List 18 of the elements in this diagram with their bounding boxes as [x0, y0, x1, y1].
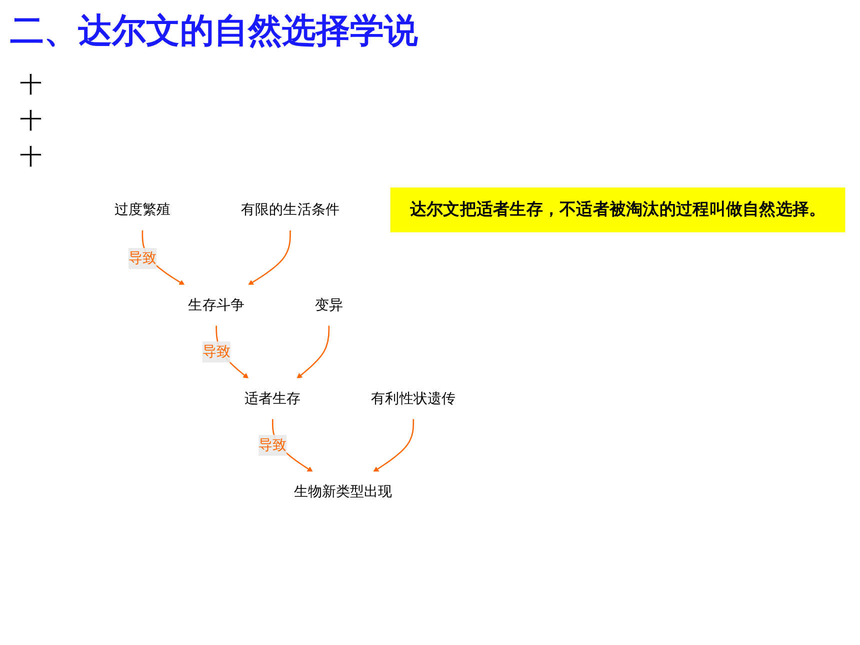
node-text: 过度繁殖: [114, 202, 171, 218]
node-text: 生物新类型出现: [294, 484, 392, 500]
edge-label: 导致: [202, 344, 230, 360]
arrow: [296, 325, 330, 379]
edge-label: 导致: [128, 250, 157, 267]
arrow: [373, 418, 414, 472]
title: 二、达尔文的自然选择学说: [10, 10, 418, 53]
node-text: 变异: [314, 297, 344, 314]
node-box: 达尔文把适者生存，不适者被淘汰的过程叫做自然选择。: [390, 188, 846, 232]
edge-label: 导致: [258, 437, 287, 454]
plus-sign: 十: [20, 144, 42, 172]
node-text: 适者生存: [244, 390, 301, 407]
arrow: [248, 230, 291, 286]
node-text: 有利性状遗传: [371, 390, 456, 407]
plus-sign: 十: [20, 108, 42, 136]
plus-sign: 十: [20, 72, 42, 100]
node-text: 生存斗争: [188, 297, 244, 314]
node-text: 有限的生活条件: [240, 202, 340, 218]
